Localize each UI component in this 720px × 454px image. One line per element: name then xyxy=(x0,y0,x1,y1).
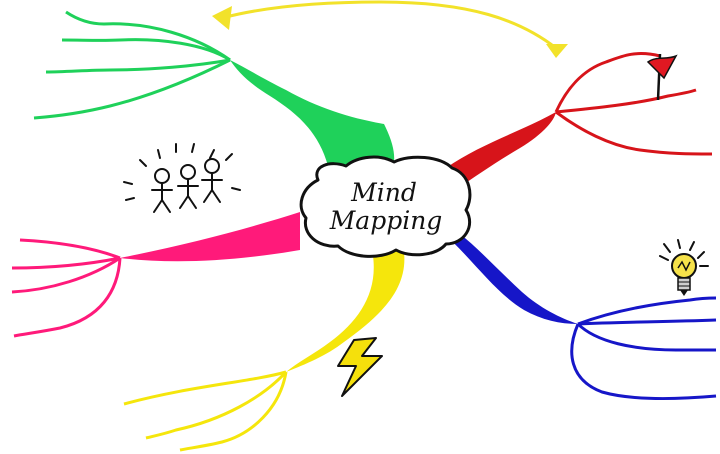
branch-green-twig xyxy=(65,10,231,62)
branch-blue-twig xyxy=(570,323,717,401)
branch-magenta-twig xyxy=(13,257,122,338)
branch-red-twig xyxy=(554,52,661,113)
curved-arrow xyxy=(212,0,568,58)
branch-red-twig xyxy=(555,110,713,156)
branch-yellow-twig xyxy=(145,370,288,440)
branch-magenta-twig xyxy=(19,238,121,260)
branch-green-twig xyxy=(61,38,231,62)
curved-arrow-line xyxy=(220,0,558,50)
lightning-bolt-icon xyxy=(337,337,383,397)
branch-yellow-twig xyxy=(179,371,288,452)
branch-blue-trunk xyxy=(440,230,578,324)
light-bulb-icon xyxy=(659,239,709,296)
branch-blue-twig xyxy=(576,322,716,352)
branch-yellow-twig xyxy=(123,370,287,406)
arrow-tail-right xyxy=(546,44,568,58)
central-topic[interactable]: Mind Mapping xyxy=(299,155,472,258)
branch-red xyxy=(446,52,713,188)
branch-red-twig xyxy=(555,88,697,114)
branch-green-twig xyxy=(33,58,231,120)
arrow-head-left xyxy=(212,6,232,30)
branch-yellow xyxy=(123,250,405,452)
branch-green-trunk xyxy=(230,60,395,166)
central-topic-line1: Mind xyxy=(350,178,417,207)
branch-green xyxy=(33,10,395,166)
branch-blue xyxy=(440,230,717,401)
central-cloud xyxy=(299,155,472,258)
branch-magenta-twig xyxy=(11,256,121,294)
branch-blue-twig xyxy=(577,296,717,326)
branch-yellow-trunk xyxy=(286,250,405,372)
central-topic-line2: Mapping xyxy=(329,206,443,235)
branch-green-twig xyxy=(45,58,231,74)
branch-magenta xyxy=(11,212,300,338)
branch-magenta-twig xyxy=(11,256,121,270)
branch-blue-twig xyxy=(577,318,717,326)
stick-figures-icon xyxy=(123,143,241,213)
branch-red-trunk xyxy=(446,112,556,188)
branch-magenta-trunk xyxy=(120,212,300,262)
red-flag-icon xyxy=(646,53,678,101)
